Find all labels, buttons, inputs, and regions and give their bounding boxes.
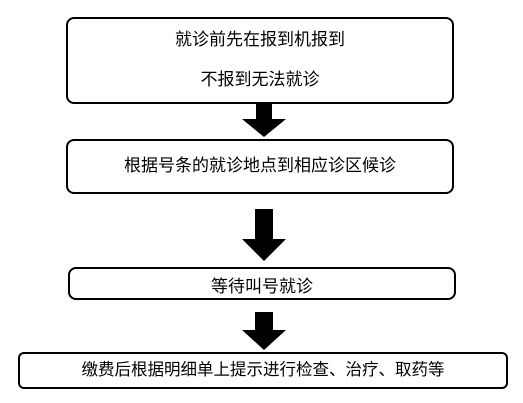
step-1-box: 就诊前先在报到机报到 不报到无法就诊 — [66, 17, 454, 104]
down-arrow-icon — [242, 312, 286, 350]
step-3-line-1: 等待叫号就诊 — [211, 277, 313, 297]
step-1-line-1: 就诊前先在报到机报到 — [175, 30, 345, 50]
step-1-line-2: 不报到无法就诊 — [200, 70, 320, 90]
step-3-box: 等待叫号就诊 — [68, 267, 456, 300]
step-4-line-1: 缴费后根据明细单上提示进行检查、治疗、取药等 — [81, 360, 445, 380]
step-4-box: 缴费后根据明细单上提示进行检查、治疗、取药等 — [18, 352, 508, 389]
step-2-box: 根据号条的就诊地点到相应诊区候诊 — [66, 139, 454, 194]
down-arrow-icon — [242, 103, 286, 137]
step-2-line-1: 根据号条的就诊地点到相应诊区候诊 — [124, 156, 396, 176]
down-arrow-icon — [242, 209, 286, 261]
